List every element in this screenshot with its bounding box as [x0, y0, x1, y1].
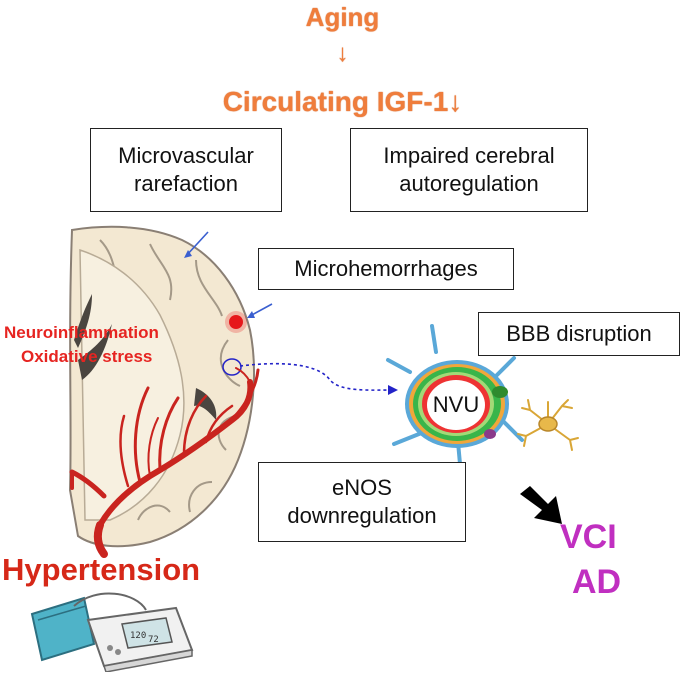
microhemorrhages-box: Microhemorrhages — [258, 248, 514, 290]
black-arrow-icon — [520, 486, 562, 524]
down-arrow-icon: ↓ — [336, 40, 349, 67]
vci-label: VCI — [560, 518, 617, 556]
neurovascular-unit-icon — [386, 324, 524, 466]
bbb-disruption-box: BBB disruption — [478, 312, 680, 356]
dashed-arrow-icon — [239, 362, 398, 395]
enos-line-1: eNOS — [332, 475, 392, 500]
microvascular-rarefaction-box: Microvascular rarefaction — [90, 128, 282, 212]
circulating-igf-title: Circulating IGF-1↓ — [222, 86, 463, 117]
aging-title: Aging — [305, 2, 380, 32]
impaired-autoregulation-box: Impaired cerebral autoregulation — [350, 128, 588, 212]
nvu-label: NVU — [432, 392, 480, 417]
svg-text:120: 120 — [130, 631, 146, 641]
microvascular-line-1: Microvascular — [118, 143, 254, 168]
brain-section-icon — [68, 225, 273, 558]
neuroinflammation-label: Neuroinflammation — [4, 323, 159, 342]
microvascular-line-2: rarefaction — [134, 171, 238, 196]
enos-downregulation-box: eNOS downregulation — [258, 462, 466, 542]
neuron-icon — [517, 399, 579, 451]
autoregulation-line-1: Impaired cerebral — [383, 143, 555, 168]
autoregulation-line-2: autoregulation — [399, 171, 539, 196]
blood-pressure-monitor-icon: 120 72 — [30, 592, 194, 672]
hypertension-label: Hypertension — [2, 552, 201, 587]
svg-text:72: 72 — [148, 635, 159, 645]
enos-line-2: downregulation — [287, 503, 437, 528]
oxidative-stress-label: Oxidative stress — [21, 347, 153, 366]
ad-label: AD — [572, 563, 622, 601]
